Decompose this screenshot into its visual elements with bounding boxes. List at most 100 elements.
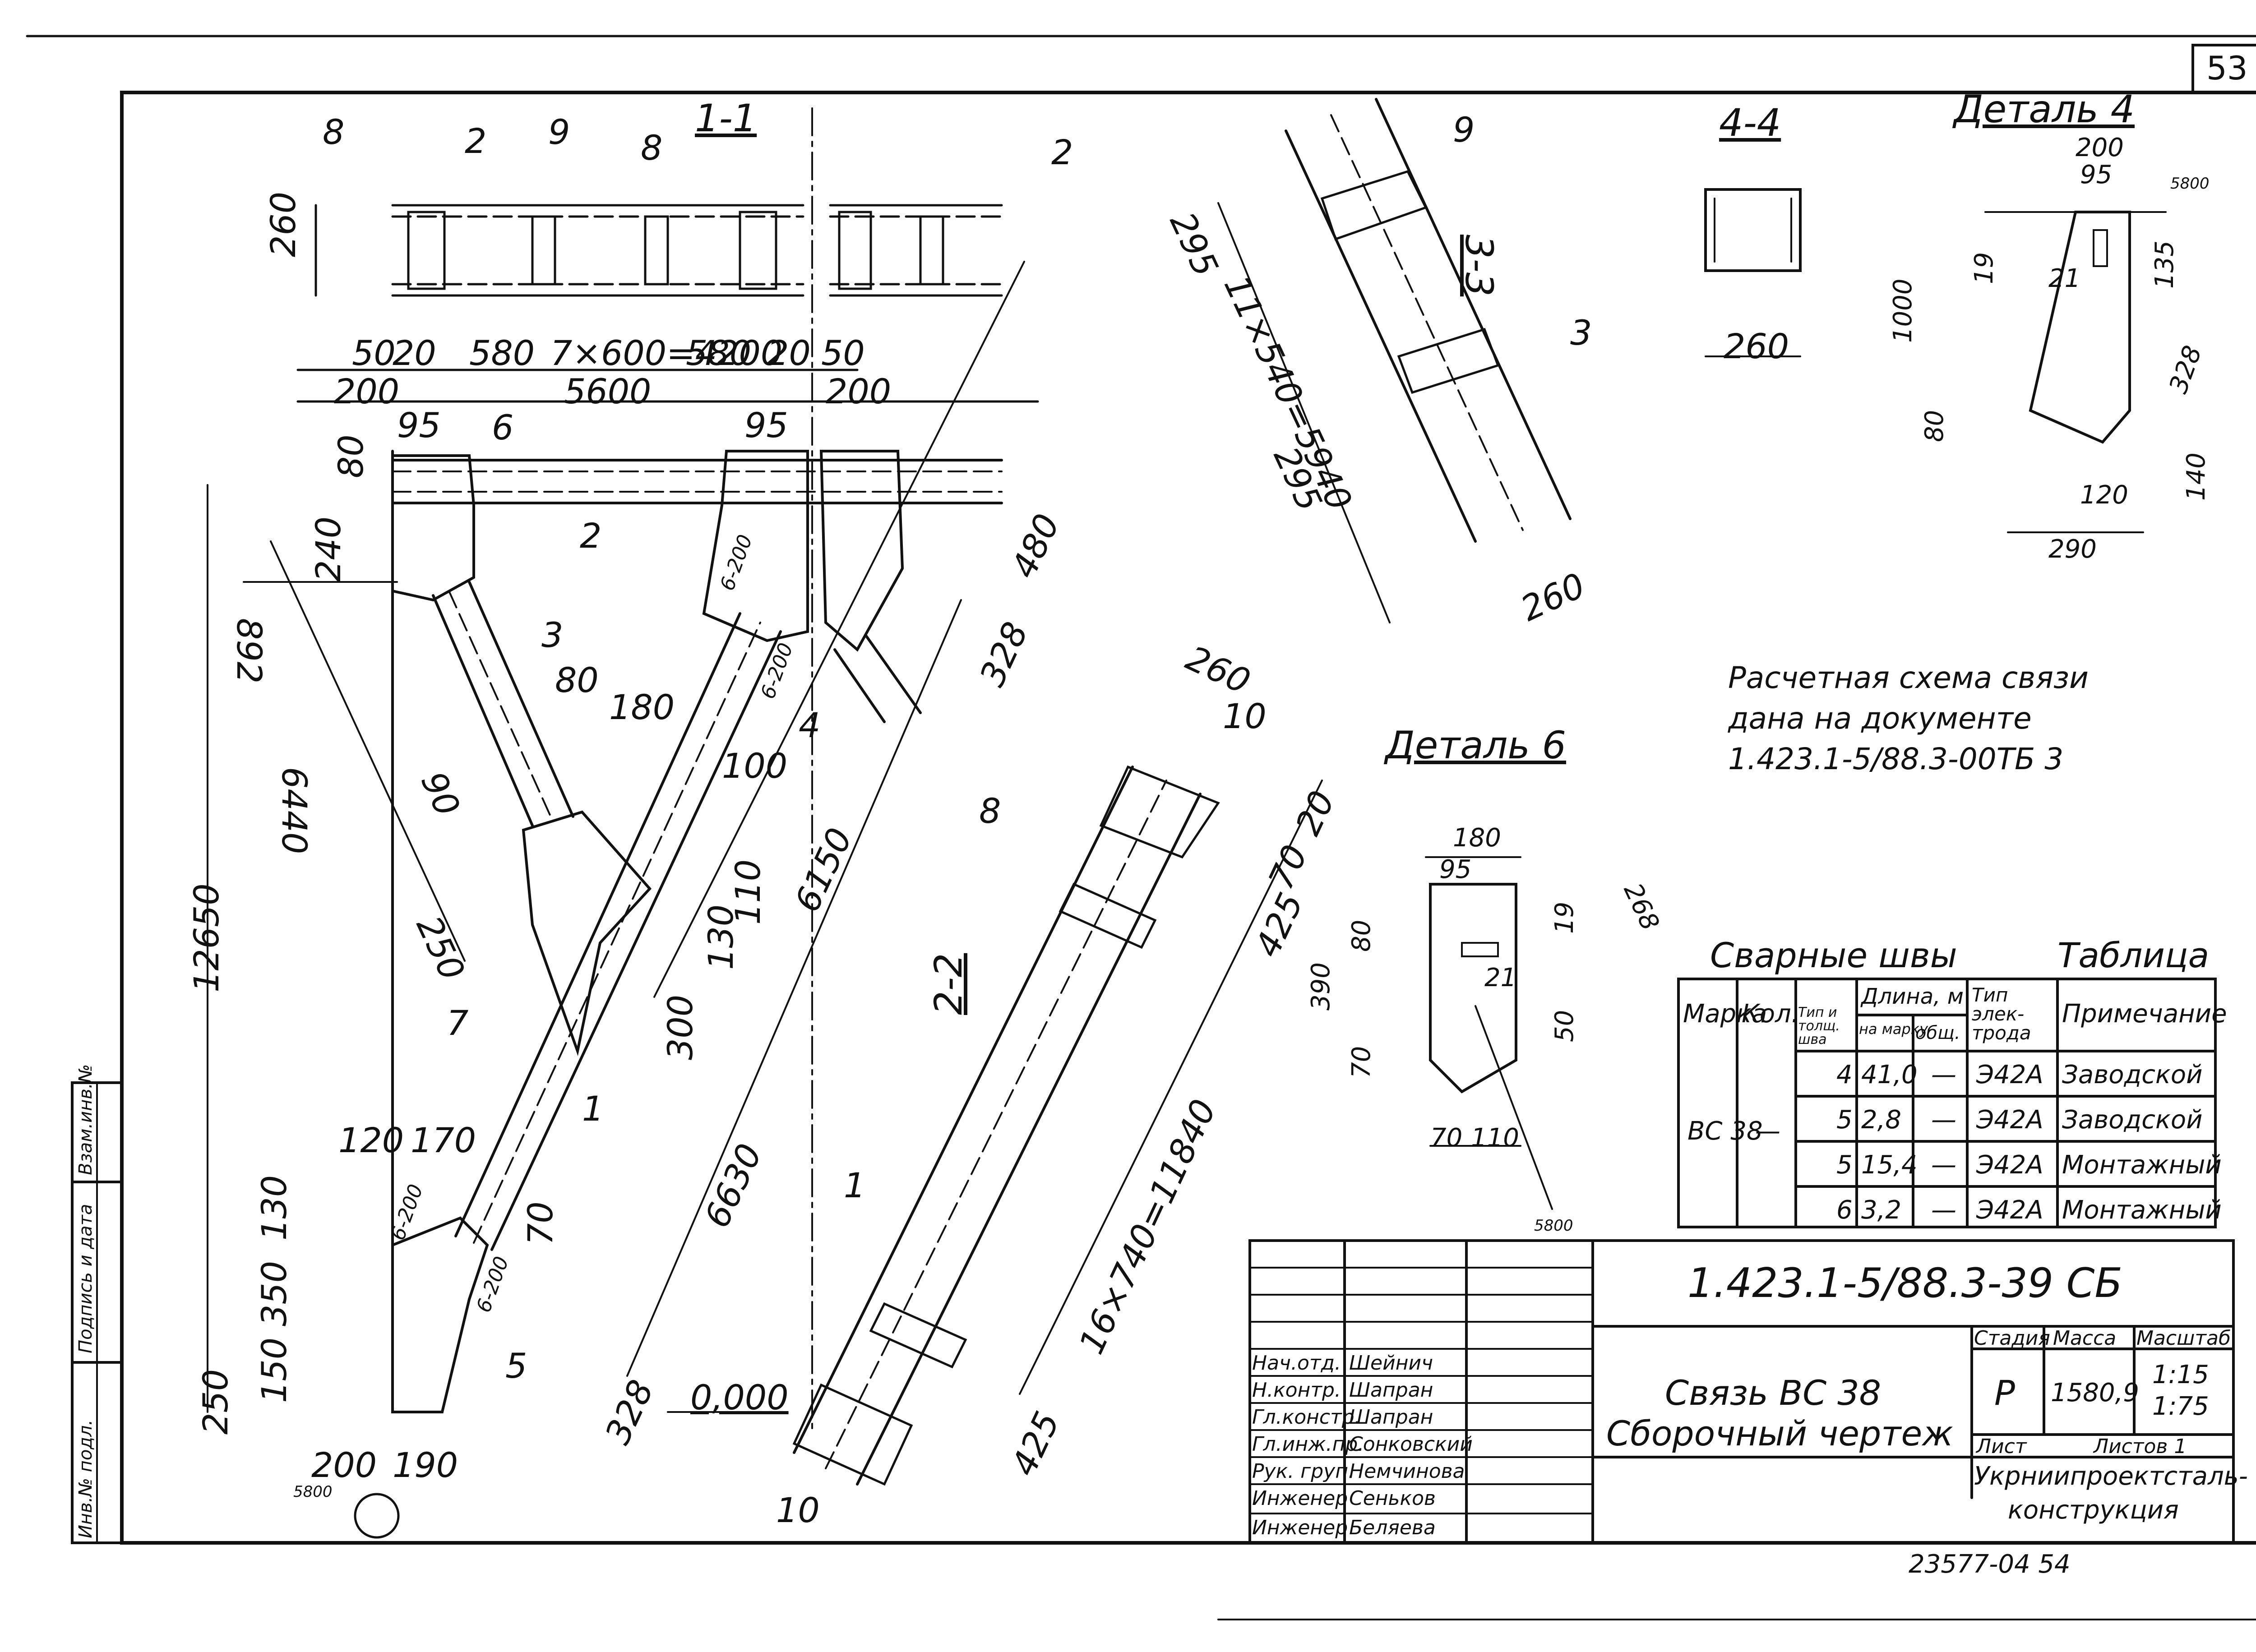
pos-10-a: 10 <box>1223 696 1267 736</box>
dim-80-a: 80 <box>331 434 371 478</box>
weld-row-1-remark: Заводской <box>2062 1060 2203 1089</box>
org-line-1: Укрниипроектсталь- <box>1974 1462 2248 1491</box>
side-stamp-sign: Подпись и дата <box>75 1204 96 1353</box>
dim-0000: 0,000 <box>690 1377 789 1417</box>
dim-7x600: 7×600=4200 <box>550 333 783 373</box>
weld-row-3-type: 5 <box>1836 1150 1853 1180</box>
dim-892: 892 <box>229 618 269 684</box>
weld-row-4-type: 6 <box>1836 1195 1853 1225</box>
dim-1000: 1000 <box>1888 278 1918 343</box>
dim-200-a: 200 <box>334 371 400 411</box>
role-4-name: Сонковский <box>1349 1433 1473 1456</box>
dim-21-d4: 21 <box>2048 264 2081 293</box>
weld-row-2-type: 5 <box>1836 1105 1853 1135</box>
pos-5: 5 <box>505 1346 527 1386</box>
dim-135: 135 <box>2150 240 2179 289</box>
dim-70-d6: 70 <box>1347 1046 1376 1078</box>
drawing-code: 1.423.1-5/88.3-39 СБ <box>1687 1260 2123 1307</box>
dim-170: 170 <box>411 1120 476 1160</box>
pos-4-a: 4 <box>799 705 821 745</box>
dim-200-b: 200 <box>826 371 892 411</box>
dim-580-a: 580 <box>469 333 535 373</box>
role-7-name: Беляева <box>1349 1516 1436 1539</box>
dim-95-d6: 95 <box>1439 855 1472 884</box>
role-3: Гл.констр. <box>1252 1406 1361 1429</box>
dim-150: 150 <box>254 1337 294 1403</box>
role-5-name: Немчинова <box>1349 1460 1465 1483</box>
weld-row-1-per-mark: 41,0 <box>1861 1060 1918 1089</box>
pos-7: 7 <box>447 1003 469 1043</box>
pos-10-b: 10 <box>776 1490 820 1530</box>
stage-value: Р <box>1994 1373 2015 1413</box>
dim-290: 290 <box>2048 535 2097 564</box>
weld-row-3-electrode: Э42А <box>1976 1150 2043 1180</box>
dim-80-d6: 80 <box>1347 919 1376 952</box>
pos-9-a: 9 <box>548 112 570 152</box>
archive-number: 23577-04 54 <box>1909 1550 2071 1579</box>
dim-80-d4: 80 <box>1920 410 1949 442</box>
section-3-3-title: 3-3 <box>1457 235 1501 297</box>
dim-240: 240 <box>308 516 348 582</box>
org-line-2: конструкция <box>2008 1495 2179 1525</box>
dim-70-a: 70 <box>520 1201 560 1245</box>
dim-120: 120 <box>338 1120 404 1160</box>
drawing-name-1: Связь ВС 38 <box>1665 1373 1882 1413</box>
weld-row-3-total: — <box>1931 1150 1956 1180</box>
mass-value: 1580,9 <box>2051 1378 2139 1407</box>
pos-8-c: 8 <box>979 791 1001 831</box>
weld-row-3-per-mark: 15,4 <box>1861 1150 1918 1180</box>
dim-580-b: 580 <box>686 333 752 373</box>
dim-20-b: 20 <box>767 333 811 373</box>
dim-5600: 5600 <box>564 371 652 411</box>
row-mark: ВС 38 <box>1687 1117 1763 1146</box>
dim-130-b: 130 <box>254 1175 294 1241</box>
dim-12650: 12650 <box>186 883 227 992</box>
dim-95-a: 95 <box>397 405 441 445</box>
section-4-4-title: 4-4 <box>1719 101 1781 145</box>
role-4: Гл.инж.пр. <box>1252 1433 1364 1456</box>
dim-20-a: 20 <box>393 333 436 373</box>
weld-row-4-electrode: Э42А <box>1976 1195 2043 1225</box>
section-2-2-title: 2-2 <box>926 953 971 1015</box>
pos-6: 6 <box>492 407 514 448</box>
weld-row-4-per-mark: 3,2 <box>1861 1195 1902 1225</box>
detail-4-title: Деталь 4 <box>1954 87 2135 131</box>
pos-2-c: 2 <box>580 516 602 556</box>
dim-260-a: 260 <box>263 191 303 257</box>
hdr-qty: Кол. <box>1742 999 1799 1029</box>
dim-180: 180 <box>609 687 675 727</box>
row-qty: — <box>1755 1117 1780 1146</box>
hdr-electrode: Тип элек- трода <box>1972 984 2031 1044</box>
scale-label: Масштаб <box>2136 1327 2231 1350</box>
role-6-name: Сеньков <box>1349 1487 1436 1510</box>
sheet-number: 53 <box>2206 49 2248 87</box>
note-line-3: 1.423.1-5/88.3-00ТБ 3 <box>1728 742 2064 776</box>
pos-2-b: 2 <box>1051 132 1073 172</box>
section-1-1-title: 1-1 <box>695 96 757 140</box>
dim-6440: 6440 <box>274 767 314 854</box>
dim-260-d: 260 <box>1724 326 1789 366</box>
pos-2-a: 2 <box>465 121 487 161</box>
role-5: Рук. груп. <box>1252 1460 1355 1483</box>
pos-3-a: 3 <box>541 615 564 655</box>
scale-value-1: 1:15 <box>2152 1360 2209 1389</box>
dim-390: 390 <box>1306 962 1336 1011</box>
weld-row-1-type: 4 <box>1836 1060 1853 1089</box>
sheet-label: Лист <box>1976 1435 2027 1458</box>
dim-50-a: 50 <box>352 333 396 373</box>
dim-120-d4: 120 <box>2080 480 2128 510</box>
weld-row-4-total: — <box>1931 1195 1956 1225</box>
pos-3-b: 3 <box>1570 313 1592 353</box>
role-7: Инженер <box>1252 1516 1348 1539</box>
side-stamp-inv: Инв.№ подл. <box>75 1419 96 1538</box>
dim-50-b: 50 <box>821 333 865 373</box>
dim-95-d4: 95 <box>2080 160 2113 189</box>
weld-row-1-total: — <box>1931 1060 1956 1089</box>
weld-row-1-electrode: Э42А <box>1976 1060 2043 1089</box>
drawing-name-2: Сборочный чертеж <box>1606 1413 1953 1454</box>
pos-1-b: 1 <box>844 1165 866 1205</box>
note-line-1: Расчетная схема связи <box>1728 660 2089 695</box>
hdr-length: Длина, м <box>1861 984 1964 1009</box>
dim-200-c: 200 <box>311 1445 377 1485</box>
